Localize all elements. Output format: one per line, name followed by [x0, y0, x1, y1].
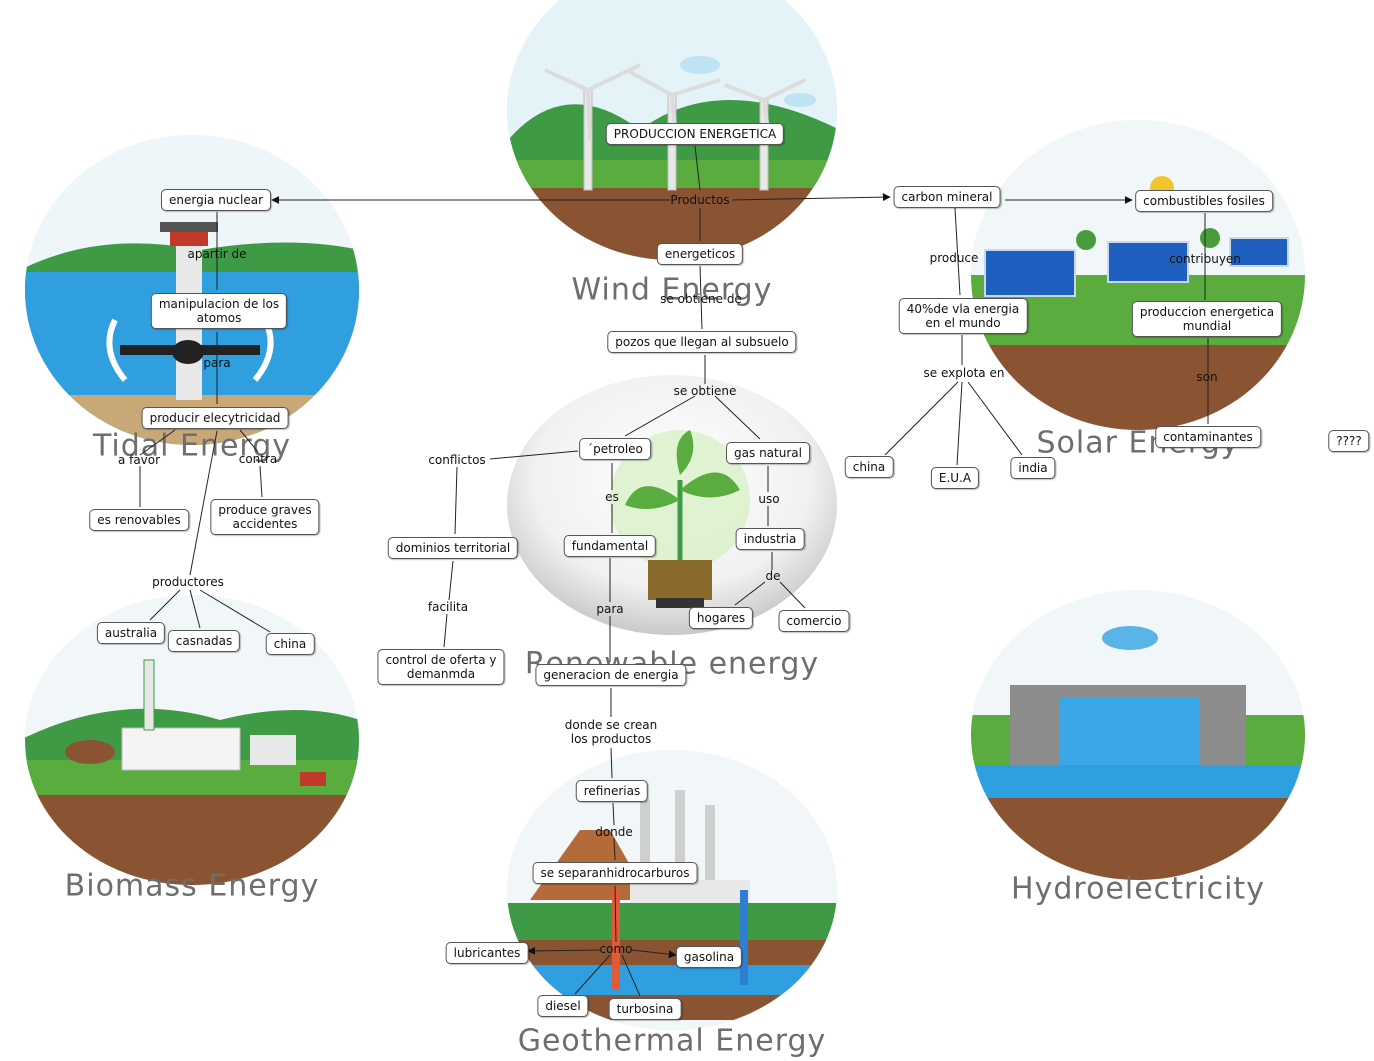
node-comercio[interactable]: comercio — [778, 610, 850, 632]
node-diesel[interactable]: diesel — [537, 995, 589, 1017]
node-porcentaje-energia[interactable]: 40%de vla energia en el mundo — [898, 298, 1028, 334]
node-industria[interactable]: industria — [735, 528, 805, 550]
link-label-como: como — [599, 942, 633, 956]
node-china-solar[interactable]: china — [844, 456, 894, 478]
node-manipulacion-atomos[interactable]: manipulacion de los atomos — [150, 293, 288, 329]
node-producir-electricidad[interactable]: producir elecytricidad — [141, 407, 289, 429]
node-pozos-subsuelo[interactable]: pozos que llegan al subsuelo — [607, 331, 797, 353]
link-label-obtiene-de: se obtiene de — [660, 292, 742, 306]
node-energia-nuclear[interactable]: energia nuclear — [160, 189, 272, 211]
link-label-a-favor: a favor — [117, 453, 161, 467]
node-china-biomass[interactable]: china — [265, 633, 315, 655]
node-australia[interactable]: australia — [96, 622, 166, 644]
link-label-uso: uso — [758, 492, 780, 506]
node-lubricantes[interactable]: lubricantes — [445, 942, 529, 964]
node-separan-hidrocarburos[interactable]: se separanhidrocarburos — [532, 862, 698, 884]
node-gasolina[interactable]: gasolina — [675, 946, 743, 968]
node-refinerias[interactable]: refinerias — [575, 780, 649, 802]
link-label-produce: produce — [929, 251, 979, 265]
node-petroleo[interactable]: ´petroleo — [579, 438, 651, 460]
node-dominios-territorial[interactable]: dominios territorial — [387, 537, 519, 559]
link-label-de: de — [765, 569, 781, 583]
node-produccion-mundial[interactable]: produccion energetica mundial — [1131, 301, 1283, 337]
caption-wind-energy: Wind Energy — [571, 272, 773, 308]
link-label-productos: Productos — [670, 193, 730, 207]
caption-biomass-energy: Biomass Energy — [64, 868, 320, 904]
link-label-son: son — [1196, 370, 1218, 384]
node-control-oferta[interactable]: control de oferta y demanmda — [377, 649, 505, 685]
node-graves-accidentes[interactable]: produce graves accidentes — [210, 499, 320, 535]
node-gas-natural[interactable]: gas natural — [726, 442, 810, 464]
link-label-para-nuclear: para — [203, 356, 231, 370]
node-generacion-energia[interactable]: generacion de energia — [535, 664, 687, 686]
link-label-productores: productores — [152, 575, 224, 589]
link-label-explota: se explota en — [923, 366, 1005, 380]
link-label-es: es — [605, 490, 619, 504]
link-label-para-gen: para — [596, 602, 624, 616]
node-interrogante[interactable]: ???? — [1328, 430, 1370, 452]
link-label-contribuyen: contribuyen — [1169, 252, 1241, 266]
link-label-conflictos: conflictos — [428, 453, 486, 467]
renewable-energy-illustration — [507, 375, 837, 635]
solar-energy-illustration — [971, 120, 1305, 430]
node-fundamental[interactable]: fundamental — [563, 535, 657, 557]
node-hogares[interactable]: hogares — [688, 607, 754, 629]
node-combustibles-fosiles[interactable]: combustibles fosiles — [1135, 190, 1273, 212]
caption-geothermal-energy: Geothermal Energy — [517, 1023, 827, 1059]
caption-hydroelectricity: Hydroelectricity — [1011, 871, 1265, 907]
node-es-renovables[interactable]: es renovables — [89, 509, 189, 531]
link-label-se-obtiene: se obtiene — [673, 384, 737, 398]
link-label-donde-crean: donde se crean los productos — [564, 718, 658, 746]
link-label-facilita: facilita — [427, 600, 469, 614]
node-casnadas[interactable]: casnadas — [167, 630, 241, 652]
hydroelectricity-illustration — [971, 590, 1305, 880]
link-label-donde: donde — [595, 825, 633, 839]
node-energeticos[interactable]: energeticos — [656, 243, 744, 265]
node-produccion-energetica[interactable]: PRODUCCION ENERGETICA — [605, 123, 785, 145]
node-india[interactable]: india — [1010, 457, 1056, 479]
link-label-contra: contra — [238, 452, 278, 466]
node-carbon-mineral[interactable]: carbon mineral — [893, 186, 1001, 208]
node-turbosina[interactable]: turbosina — [608, 998, 682, 1020]
node-contaminantes[interactable]: contaminantes — [1155, 426, 1261, 448]
geothermal-energy-illustration — [507, 750, 837, 1030]
node-eua[interactable]: E.U.A — [930, 467, 980, 489]
link-label-apartir: apartir de — [187, 247, 247, 261]
